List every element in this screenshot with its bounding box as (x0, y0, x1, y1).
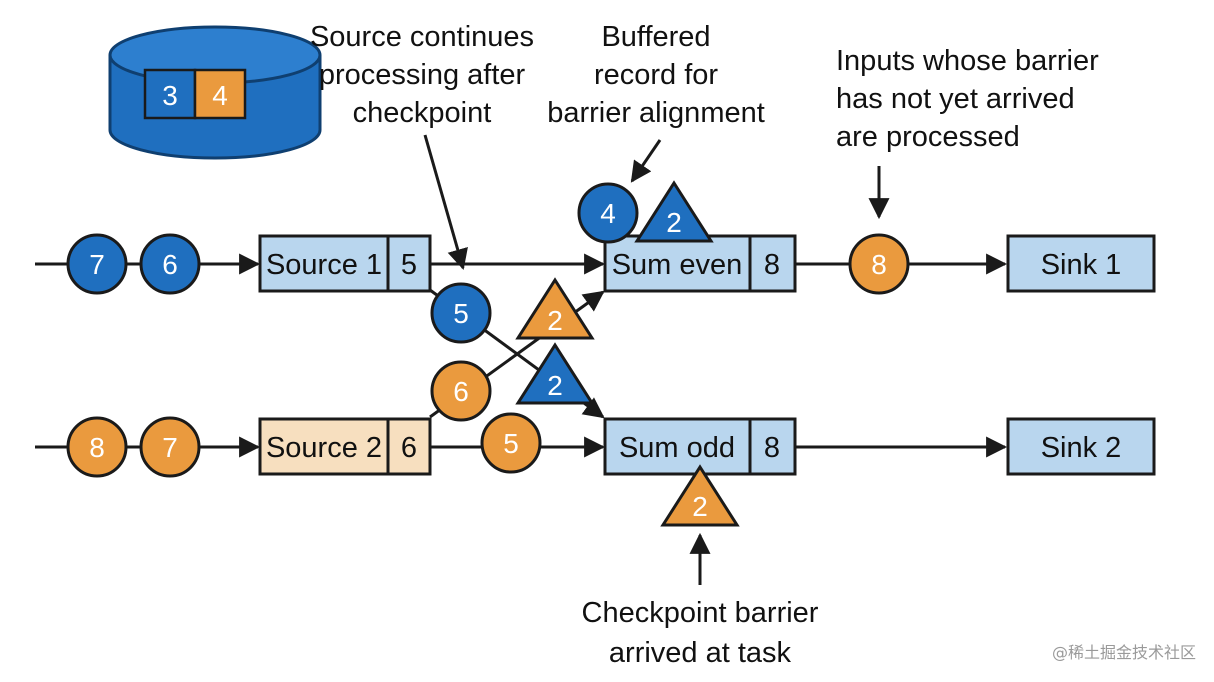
svg-text:6: 6 (453, 376, 469, 407)
annotation-barrier-arrived: Checkpoint barrier arrived at task (582, 597, 819, 669)
sum-even-label: Sum even (612, 249, 743, 281)
svg-text:8: 8 (871, 249, 887, 280)
source2-label: Source 2 (266, 432, 382, 464)
svg-text:processing after: processing after (319, 59, 526, 91)
barrier-blue-in-flight: 2 (515, 342, 595, 405)
state-value-3: 3 (162, 80, 178, 111)
record-blue-6: 6 (139, 233, 201, 295)
pointer-buffered-record (630, 139, 662, 183)
source2-value: 6 (401, 432, 417, 464)
task-sink1: Sink 1 (1006, 234, 1156, 293)
svg-text:Source continues: Source continues (310, 21, 534, 53)
state-backend-cylinder: 3 4 (108, 25, 322, 160)
barrier-orange-in-flight: 2 (515, 277, 595, 340)
source1-label: Source 1 (266, 249, 382, 281)
svg-text:5: 5 (453, 298, 469, 329)
svg-text:Checkpoint barrier: Checkpoint barrier (582, 597, 819, 629)
sum-even-value: 8 (764, 249, 780, 281)
svg-text:has not yet arrived: has not yet arrived (836, 83, 1075, 115)
svg-text:arrived at task: arrived at task (609, 637, 792, 669)
svg-text:checkpoint: checkpoint (353, 97, 492, 129)
record-orange-7: 7 (139, 416, 201, 478)
annotation-buffered-record: Buffered record for barrier alignment (547, 21, 765, 129)
svg-text:2: 2 (547, 305, 563, 336)
record-blue-7: 7 (66, 233, 128, 295)
record-blue-5-in-flight: 5 (430, 282, 492, 344)
sum-odd-label: Sum odd (619, 432, 735, 464)
state-value-4-cell (193, 68, 247, 120)
task-sink2: Sink 2 (1006, 417, 1156, 476)
record-orange-8-output: 8 (848, 233, 910, 295)
edges (35, 134, 1008, 585)
svg-text:5: 5 (503, 428, 519, 459)
barrier-orange-at-sum-odd: 2 (660, 464, 740, 527)
task-sum-even: Sum even 8 (603, 234, 797, 293)
svg-text:record for: record for (594, 59, 718, 91)
task-source2: Source 2 6 (258, 417, 432, 476)
state-value-4: 4 (212, 80, 228, 111)
state-value-3-cell (143, 68, 197, 120)
record-orange-5-in-flight: 5 (480, 412, 542, 474)
barrier-blue-at-sum-even: 2 (634, 180, 714, 243)
records: 7 6 8 7 5 6 5 4 (66, 182, 910, 478)
svg-text:are processed: are processed (836, 121, 1020, 153)
barriers: 2 2 2 2 (515, 180, 740, 527)
svg-text:7: 7 (89, 249, 105, 280)
svg-text:6: 6 (162, 249, 178, 280)
svg-text:2: 2 (692, 491, 708, 522)
sum-odd-value: 8 (764, 432, 780, 464)
watermark-text: @稀土掘金技术社区 (1052, 643, 1196, 662)
task-source1: Source 1 5 (258, 234, 432, 293)
task-sum-odd: Sum odd 8 (603, 417, 797, 476)
svg-text:2: 2 (547, 370, 563, 401)
annotation-source-continues: Source continues processing after checkp… (310, 21, 534, 129)
pointer-source-continues (423, 134, 468, 271)
record-blue-4-buffered: 4 (577, 182, 639, 244)
svg-text:4: 4 (600, 198, 616, 229)
sink2-label: Sink 2 (1041, 432, 1122, 464)
record-orange-8: 8 (66, 416, 128, 478)
sink1-label: Sink 1 (1041, 249, 1122, 281)
svg-text:8: 8 (89, 432, 105, 463)
source1-value: 5 (401, 249, 417, 281)
record-orange-6-in-flight: 6 (430, 360, 492, 422)
svg-text:2: 2 (666, 207, 682, 238)
annotation-inputs-processed: Inputs whose barrier has not yet arrived… (836, 45, 1099, 153)
svg-text:Inputs whose barrier: Inputs whose barrier (836, 45, 1099, 77)
svg-text:7: 7 (162, 432, 178, 463)
svg-text:Buffered: Buffered (601, 21, 710, 53)
svg-text:barrier alignment: barrier alignment (547, 97, 765, 129)
